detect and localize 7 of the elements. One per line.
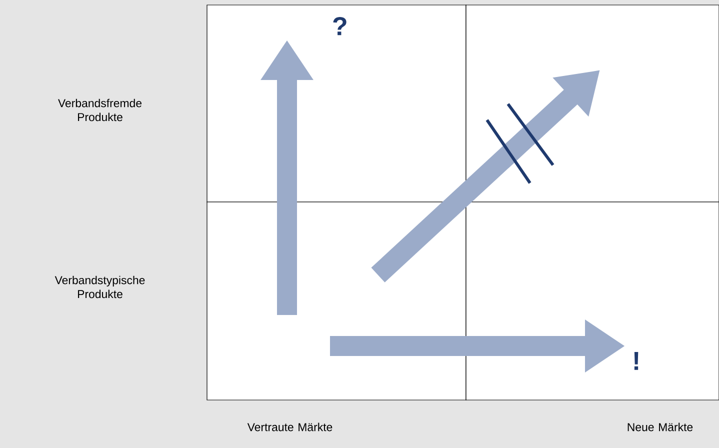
axis-label: Verbandsfremde Produkte: [58, 98, 142, 122]
quadrant: [466, 4, 719, 202]
axis-label: Neue Märkte: [628, 422, 693, 432]
axis-label: Verbandstypische Produkte: [54, 276, 145, 298]
axis-label: Vertraute Märkte: [247, 422, 332, 432]
quadrant: !: [466, 202, 719, 400]
quadrant: ?: [206, 4, 466, 202]
